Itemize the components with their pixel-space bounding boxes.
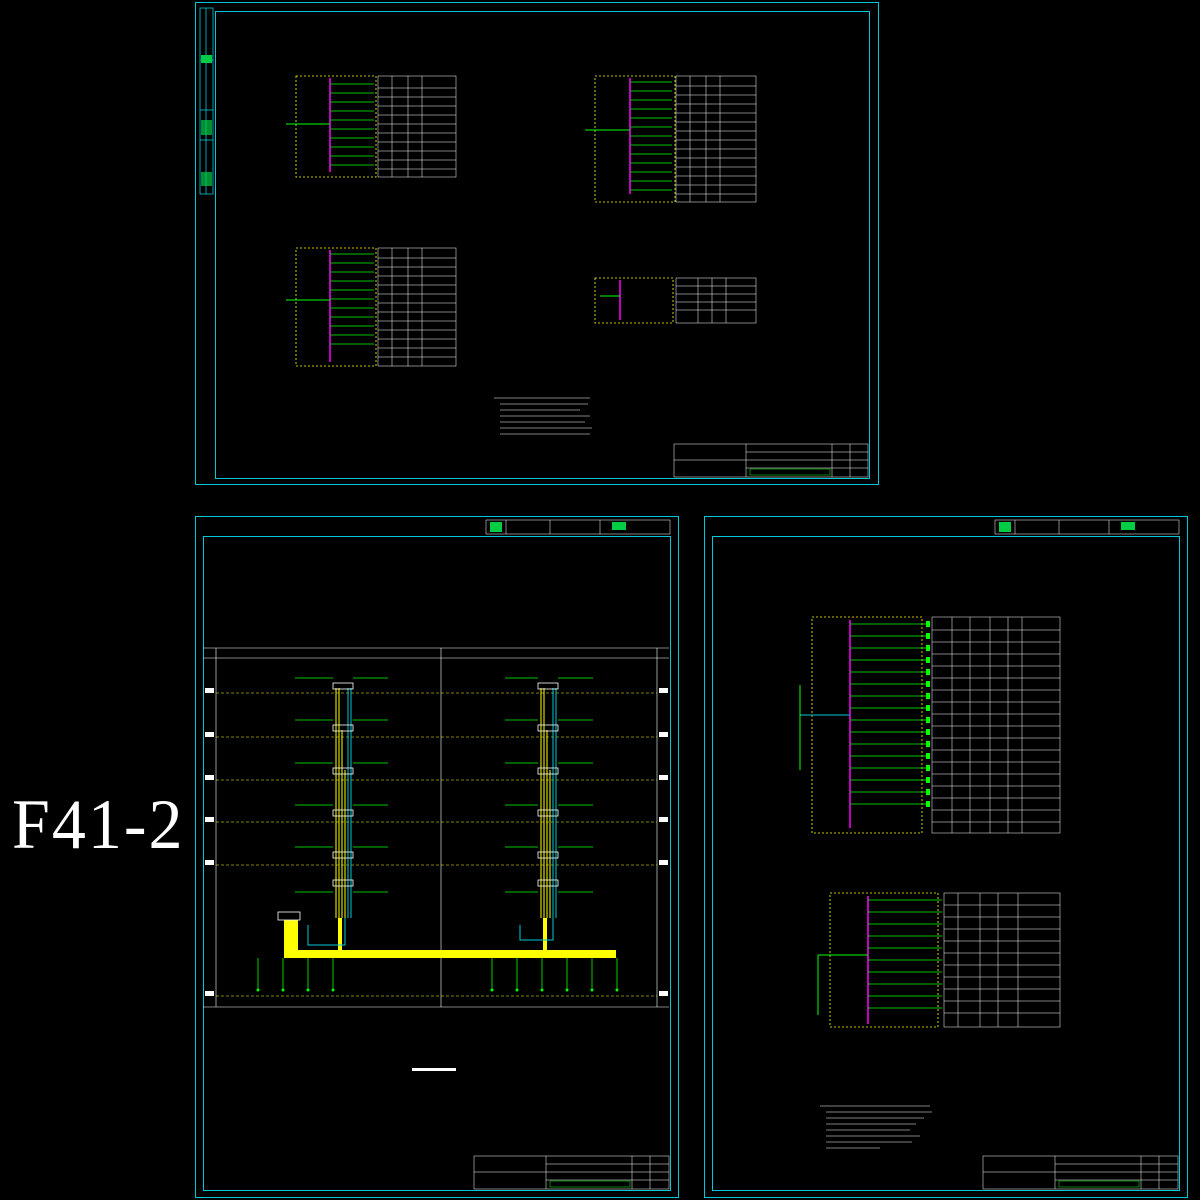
br-header-green-mark-2	[1121, 522, 1135, 530]
bl-header-green-mark-2	[612, 522, 626, 530]
trunk-cabinet	[277, 911, 301, 921]
br-title-green-bar	[1058, 1180, 1140, 1188]
top-sheet-frame	[195, 2, 879, 485]
right-riser	[505, 677, 593, 918]
top-notes	[494, 397, 592, 435]
top-title-green-bar	[749, 468, 831, 476]
drawing-label: F41-2	[12, 784, 185, 864]
bl-header-strip	[485, 519, 671, 535]
top-strip-green-mark-3	[201, 172, 212, 186]
bl-title-green-bar	[549, 1180, 631, 1188]
cyan-feeder	[307, 918, 554, 946]
br-panel-f	[817, 892, 1061, 1028]
ground-drops	[257, 958, 618, 990]
bottom-left-sheet-inner-frame	[203, 536, 671, 1191]
riser-frame	[203, 647, 669, 1008]
top-panel-d	[594, 277, 757, 324]
top-panel-b	[585, 75, 757, 203]
top-sheet-side-strip	[199, 7, 214, 195]
bl-header-green-mark	[490, 522, 502, 532]
top-panel-a	[286, 75, 457, 178]
br-header-green-mark	[999, 522, 1011, 532]
top-strip-green-mark	[201, 55, 212, 63]
top-strip-green-mark-2	[201, 120, 212, 135]
left-riser	[295, 677, 388, 918]
riser-floor-lines	[216, 692, 657, 997]
bottom-right-sheet-inner-frame	[712, 536, 1180, 1191]
riser-floor-markers	[205, 688, 668, 996]
top-sheet-inner-frame	[215, 11, 870, 479]
ground-drop-ends	[256, 988, 619, 992]
riser-caption-mark	[412, 1068, 456, 1071]
top-title-block	[673, 443, 869, 478]
top-panel-c	[286, 247, 457, 367]
br-panel-e	[799, 616, 1061, 834]
bottom-right-sheet-frame	[704, 516, 1188, 1198]
yellow-trunk	[284, 918, 616, 958]
br-notes	[820, 1105, 932, 1149]
br-header-strip	[994, 519, 1180, 535]
bl-title-block	[473, 1155, 670, 1190]
bottom-left-sheet-frame	[195, 516, 679, 1198]
br-title-block	[982, 1155, 1179, 1190]
